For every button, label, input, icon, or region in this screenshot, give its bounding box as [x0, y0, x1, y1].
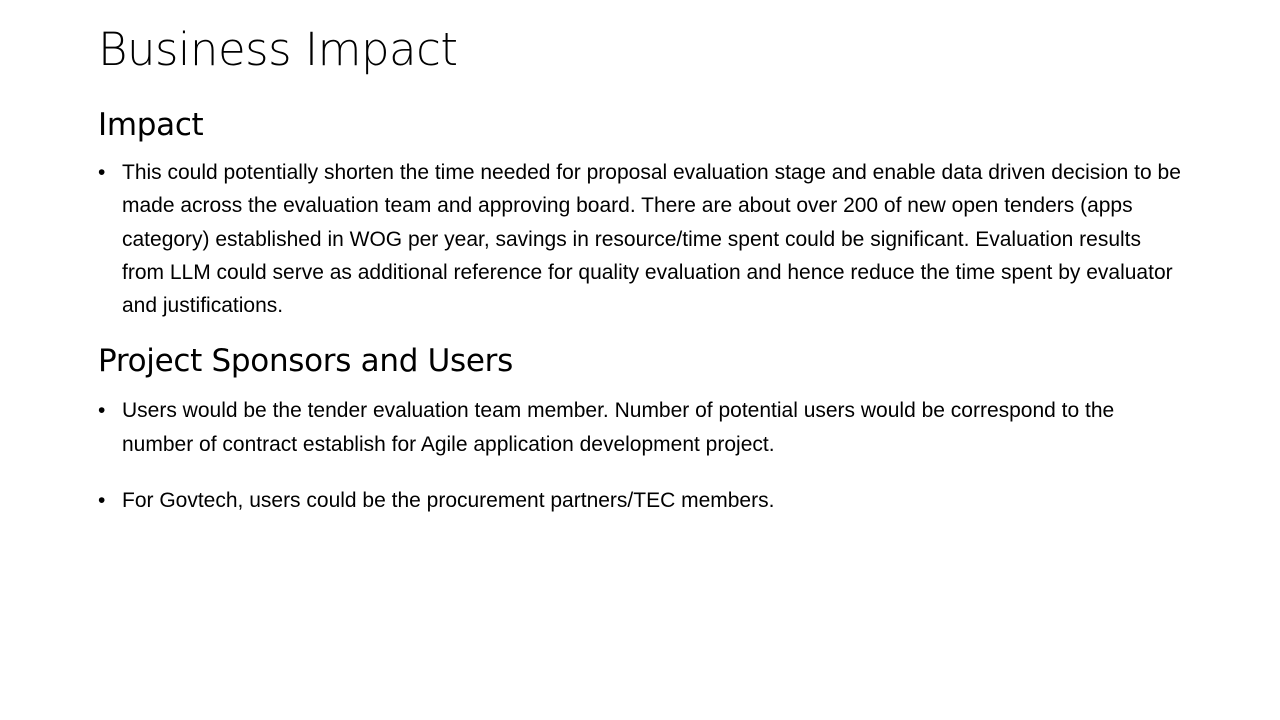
impact-bullet-list: • This could potentially shorten the tim… — [98, 156, 1183, 322]
section-heading-impact: Impact — [98, 107, 204, 143]
bullet-text: For Govtech, users could be the procurem… — [122, 489, 775, 513]
slide-title: Business Impact — [98, 23, 458, 76]
section-heading-project-sponsors: Project Sponsors and Users — [98, 343, 513, 380]
section-impact: Impact • This could potentially shorten … — [98, 104, 1183, 322]
bullet-item: • This could potentially shorten the tim… — [98, 156, 1183, 322]
slide-content: Impact • This could potentially shorten … — [98, 104, 1183, 517]
bullet-marker: • — [98, 161, 106, 184]
bullet-text: Users would be the tender evaluation tea… — [122, 399, 1115, 456]
bullet-text: This could potentially shorten the time … — [122, 161, 1181, 318]
bullet-item: • For Govtech, users could be the procur… — [98, 484, 1183, 517]
bullet-item: • Users would be the tender evaluation t… — [98, 394, 1183, 461]
sponsors-bullet-list: • Users would be the tender evaluation t… — [98, 394, 1183, 517]
bullet-marker: • — [98, 489, 106, 513]
bullet-marker: • — [98, 399, 106, 423]
section-project-sponsors: Project Sponsors and Users • Users would… — [98, 340, 1183, 517]
